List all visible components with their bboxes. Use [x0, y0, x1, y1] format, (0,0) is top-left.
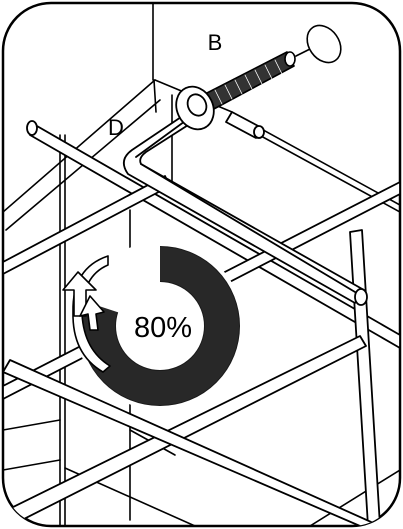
bolt-label: B — [208, 30, 223, 55]
washer-icon — [175, 85, 215, 131]
rotate-arrow-icon — [62, 255, 111, 373]
allen-key-icon — [122, 110, 368, 306]
hex-key-label: D — [108, 115, 124, 140]
pointer-circle-icon — [306, 24, 342, 64]
percent-label: 80% — [134, 312, 192, 344]
